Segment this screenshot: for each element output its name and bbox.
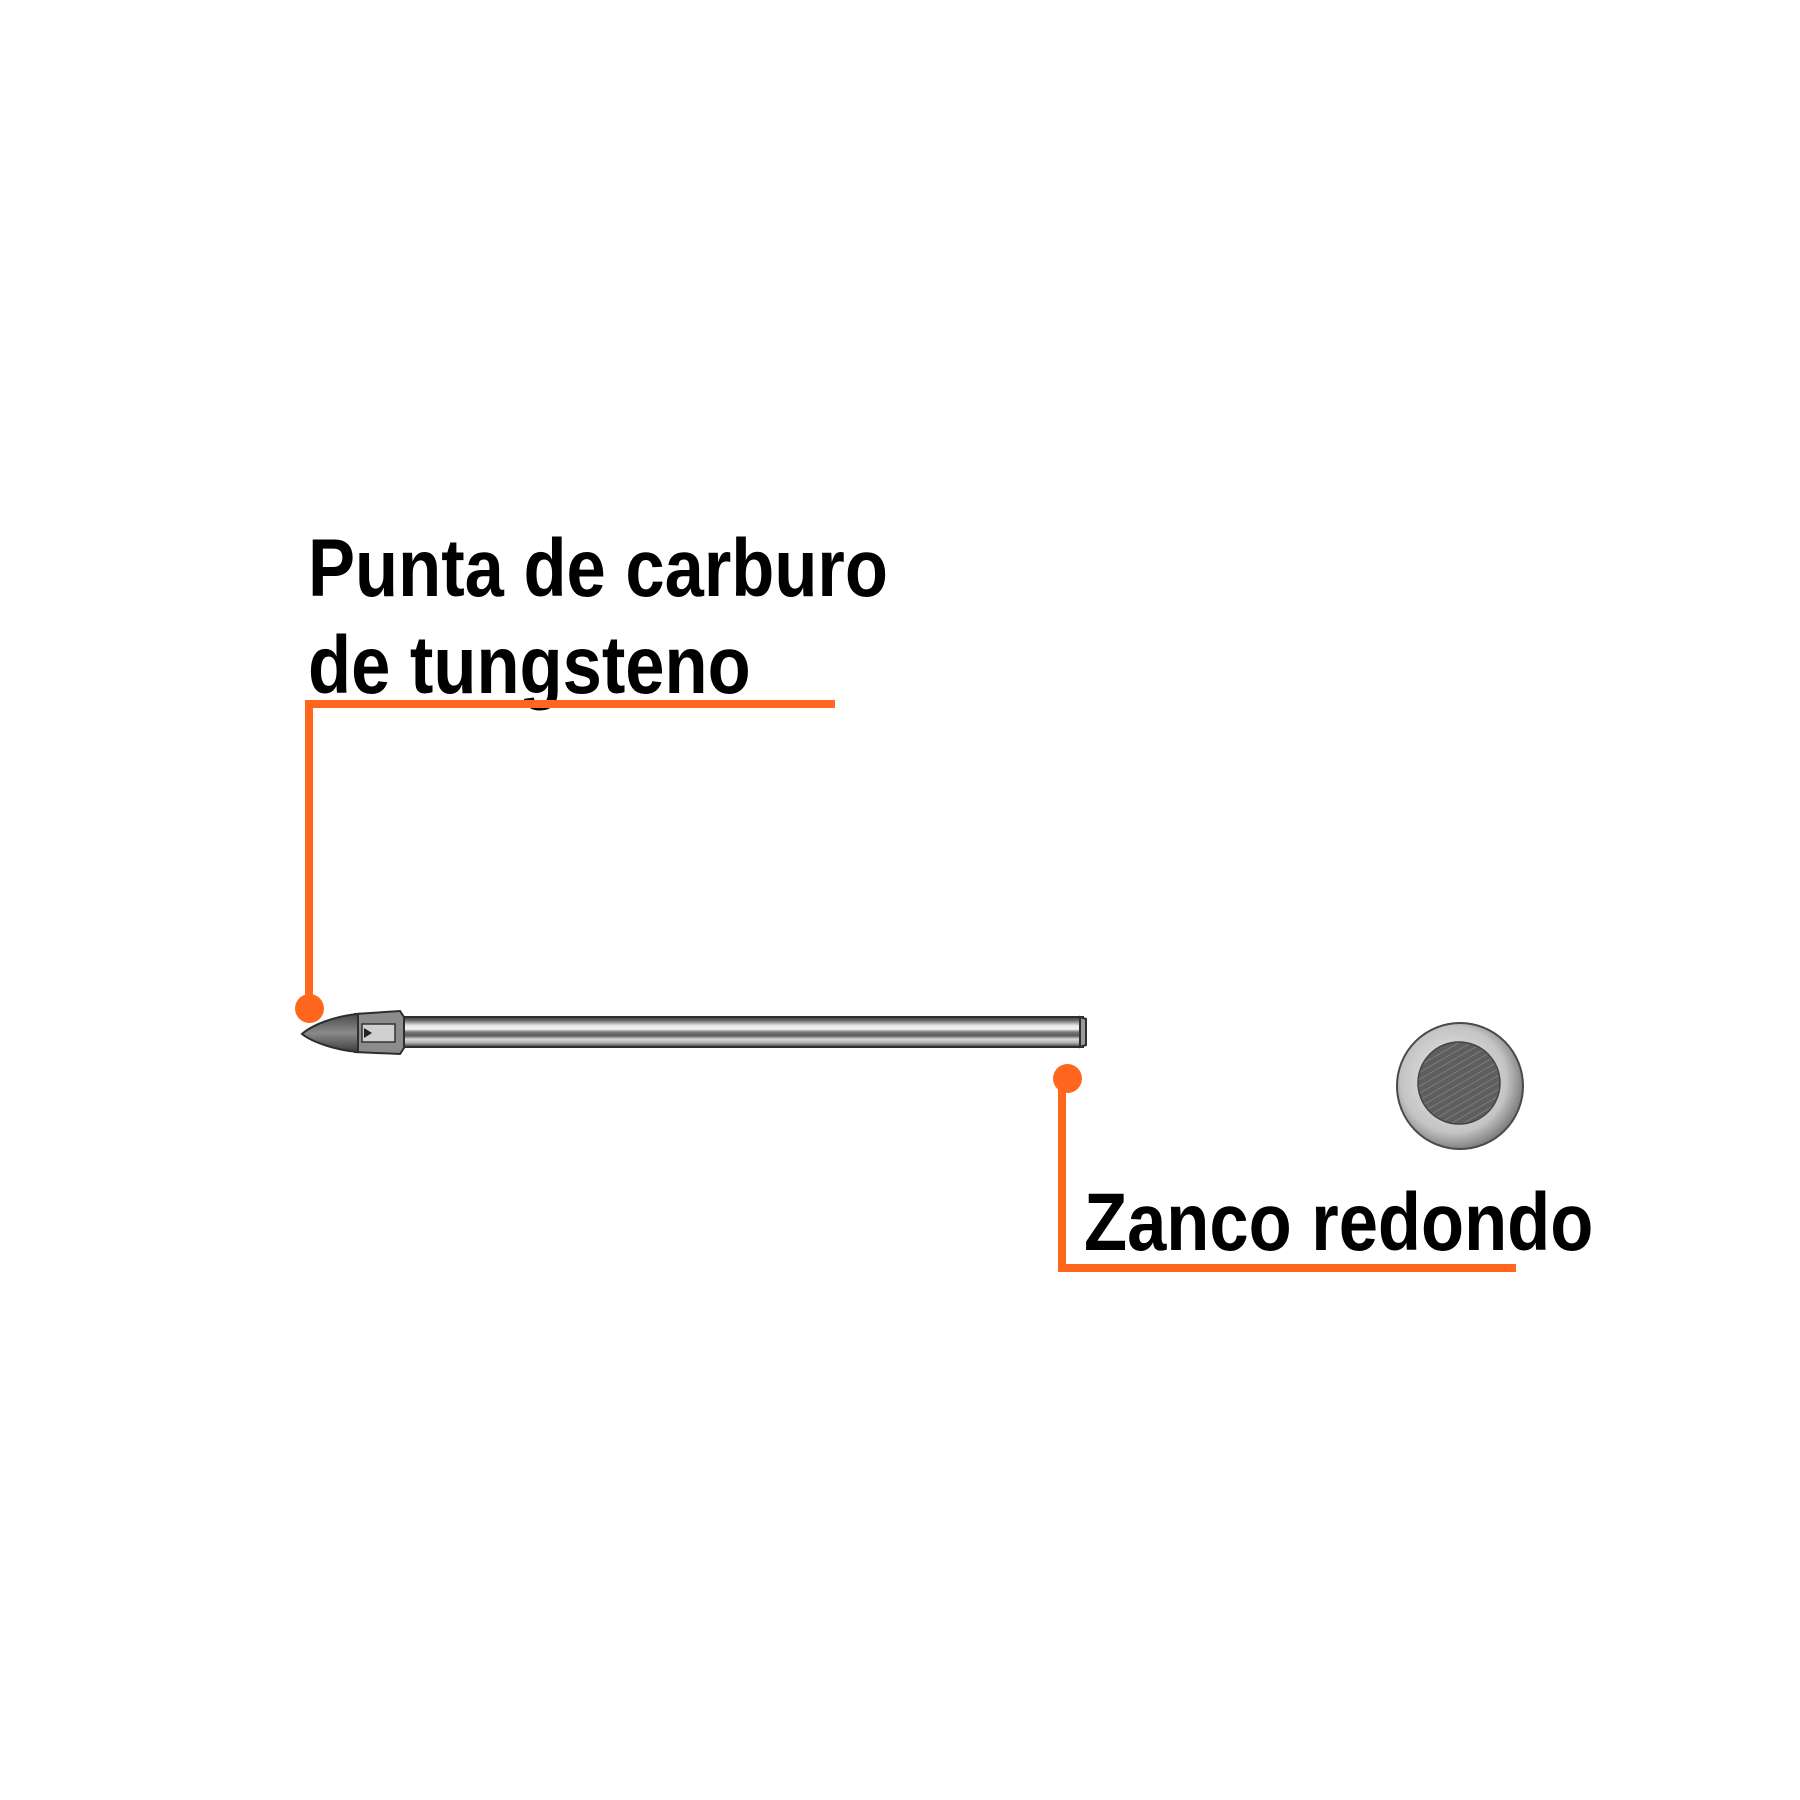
drill-shank xyxy=(394,1015,1087,1049)
shank-callout-line-1: Zanco redondo xyxy=(1084,1177,1594,1268)
tip-callout-line-1: Punta de carburo xyxy=(308,523,888,614)
carbide-tip xyxy=(300,1009,405,1056)
tip-callout-dot xyxy=(295,994,324,1023)
shank-callout-leader xyxy=(1058,1078,1066,1272)
shank-callout-dot xyxy=(1053,1064,1082,1093)
shank-callout-label: Zanco redondo xyxy=(1084,1182,1593,1264)
tip-callout-line-2: de tungsteno xyxy=(308,620,751,711)
shank-cross-section-icon xyxy=(1396,1022,1524,1150)
shank-callout-underline xyxy=(1058,1264,1516,1272)
tip-callout-label: Punta de carburo de tungsteno xyxy=(308,520,888,714)
tip-callout-underline xyxy=(305,700,835,708)
tip-callout-leader xyxy=(305,700,313,1002)
